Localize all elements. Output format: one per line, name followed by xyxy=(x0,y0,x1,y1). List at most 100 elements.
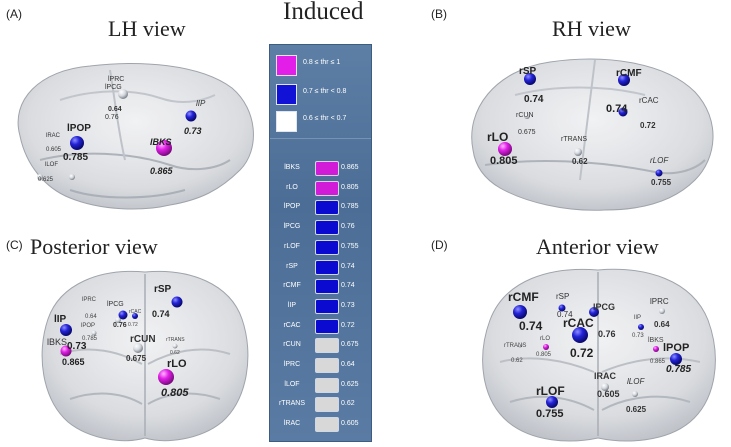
panel-d-letter: (D) xyxy=(431,238,448,252)
lpop-node xyxy=(670,353,682,365)
label-llof: lLOF xyxy=(45,162,58,168)
llof-node xyxy=(632,391,638,397)
label-rcmf: rCMF xyxy=(508,290,539,304)
label-lbks: lBKS xyxy=(150,137,172,147)
lh-view-brain: lPRC lPCG 0.64 0.76 lIP 0.73 lPOP 0.785 … xyxy=(17,63,254,210)
value-074: 0.74 xyxy=(152,309,170,319)
rsp-node xyxy=(524,73,536,85)
value-0605: 0.605 xyxy=(46,147,62,153)
lbks-node xyxy=(653,346,659,352)
label-rcac: rCAC xyxy=(639,96,659,105)
value-072: 0.72 xyxy=(640,121,656,130)
value-064: 0.64 xyxy=(85,314,97,320)
label-lprc: lPRC xyxy=(650,297,669,306)
value-074b: 0.74 xyxy=(557,310,573,319)
value-0675: 0.675 xyxy=(518,129,536,136)
region-color-swatch xyxy=(315,180,339,196)
rcun-node xyxy=(133,343,143,353)
posterior-view-brain: rSP 0.74 lPRC 0.64 lPCG 0.76 rCAC 0.72 l… xyxy=(41,270,249,442)
region-color-swatch xyxy=(315,417,339,433)
label-lpcg: lPCG xyxy=(107,301,124,308)
lpcg-node xyxy=(118,310,128,320)
region-color-swatch xyxy=(315,161,339,176)
label-lip: lIP xyxy=(634,315,641,321)
value-074a: 0.74 xyxy=(519,319,543,333)
value-0865: 0.865 xyxy=(150,166,174,176)
region-name: lRAC xyxy=(283,420,301,428)
lrac-node xyxy=(69,174,75,180)
label-rtrans: rTRANS xyxy=(166,337,185,343)
value-0805: 0.805 xyxy=(161,387,189,399)
label-rsp: rSP xyxy=(556,292,569,301)
value-062: 0.62 xyxy=(511,358,523,364)
lip-node xyxy=(638,324,644,330)
legend-item-mid: 0.7 ≤ thr < 0.8 xyxy=(276,84,368,105)
value-072: 0.72 xyxy=(570,346,594,360)
region-value: 0.605 xyxy=(341,420,359,428)
region-row: lRAC 0.605 xyxy=(274,415,368,433)
rlo-node xyxy=(158,369,174,385)
region-value: 0.73 xyxy=(341,301,355,309)
rcmf-node xyxy=(618,74,630,86)
value-076: 0.76 xyxy=(105,114,119,121)
label-lpop: lPOP xyxy=(67,123,91,134)
value-064: 0.64 xyxy=(654,320,670,329)
legend-swatch-magenta xyxy=(276,55,297,76)
lpop-node xyxy=(70,136,84,150)
region-value: 0.76 xyxy=(341,223,355,231)
lpop-node xyxy=(91,330,97,336)
value-072: 0.72 xyxy=(128,322,138,328)
label-rcac: rCAC xyxy=(563,316,594,330)
region-color-swatch xyxy=(315,318,339,334)
rtrans-node xyxy=(517,342,523,348)
value-074a: 0.74 xyxy=(524,94,544,105)
region-name: lIP xyxy=(287,301,297,309)
panel-b-letter: (B) xyxy=(431,7,447,21)
lbks-node xyxy=(60,345,72,357)
label-rtrans: rTRANS xyxy=(561,136,587,143)
value-076: 0.76 xyxy=(113,322,127,329)
panel-a-letter: (A) xyxy=(6,7,22,21)
value-073: 0.73 xyxy=(184,126,202,136)
label-lbks: lBKS xyxy=(47,337,67,347)
rlof-node xyxy=(546,396,558,408)
rsp-node xyxy=(558,304,566,312)
label-rcac: rCAC xyxy=(129,309,142,315)
panel-d-title: Anterior view xyxy=(536,234,659,259)
region-color-swatch xyxy=(315,279,339,295)
region-value: 0.675 xyxy=(341,341,359,349)
label-rcun: rCUN xyxy=(130,334,156,345)
panel-c-letter: (C) xyxy=(6,238,23,252)
region-name: rCMF xyxy=(283,282,301,290)
legend-item-low: 0.6 ≤ thr < 0.7 xyxy=(276,111,368,132)
value-0755: 0.755 xyxy=(651,178,672,187)
region-row: lIP 0.73 xyxy=(274,297,368,315)
label-lprc: lPRC xyxy=(108,76,124,83)
rlo-node xyxy=(543,344,549,350)
label-lpop: lPOP xyxy=(81,323,95,329)
region-value: 0.865 xyxy=(341,164,359,171)
region-value: 0.805 xyxy=(341,183,359,191)
lip-node xyxy=(185,110,197,122)
region-color-swatch xyxy=(315,200,339,216)
region-color-swatch xyxy=(315,220,339,236)
lbks-node xyxy=(156,140,172,156)
label-llof: lLOF xyxy=(627,377,645,386)
lip-node xyxy=(60,324,72,336)
rlo-node xyxy=(498,142,512,156)
region-name: rLOF xyxy=(284,242,300,250)
label-rlo: rLO xyxy=(540,336,550,342)
region-value: 0.62 xyxy=(341,400,355,408)
value-064: 0.64 xyxy=(108,106,122,113)
panel-c-title: Posterior view xyxy=(30,234,158,259)
rcac-node xyxy=(618,107,628,117)
label-lrac: lRAC xyxy=(594,371,616,381)
region-value: 0.74 xyxy=(341,262,355,270)
legend-item-high: 0.8 ≤ thr ≤ 1 xyxy=(276,55,368,76)
panel-a-title: LH view xyxy=(108,16,186,41)
